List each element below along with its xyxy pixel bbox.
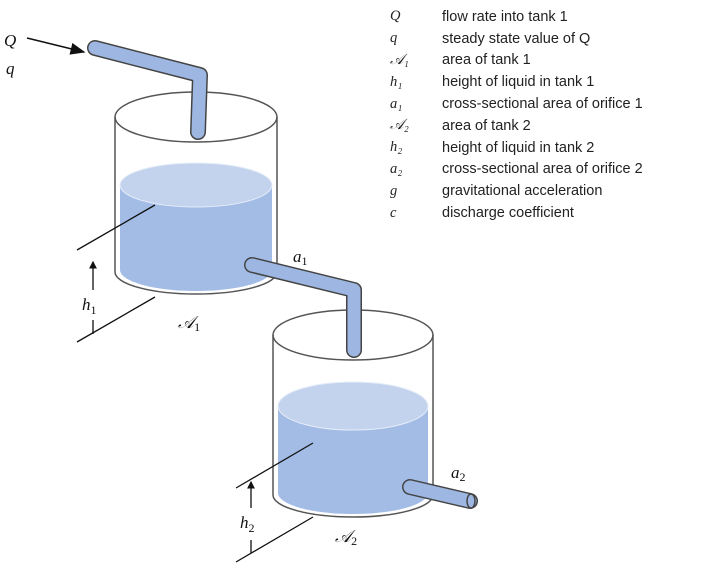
legend-symbol: q bbox=[390, 30, 398, 47]
legend-description: area of tank 1 bbox=[442, 52, 531, 69]
inflow-arrow bbox=[26, 37, 86, 55]
label-a2: a2 bbox=[451, 463, 466, 484]
legend-row: 𝒜₁ area of tank 1 bbox=[390, 50, 643, 72]
label-h1: h1 bbox=[82, 295, 97, 317]
label-A1: 𝒜1 bbox=[178, 313, 200, 334]
legend-description: height of liquid in tank 2 bbox=[442, 139, 595, 156]
legend-row: h₁ height of liquid in tank 1 bbox=[390, 71, 643, 93]
legend-description: height of liquid in tank 1 bbox=[442, 74, 595, 91]
legend-row: h₂ height of liquid in tank 2 bbox=[390, 137, 643, 159]
legend-symbol: Q bbox=[390, 8, 401, 25]
label-A2: 𝒜2 bbox=[335, 527, 357, 548]
legend-symbol: c bbox=[390, 204, 397, 221]
label-a1: a1 bbox=[293, 247, 308, 268]
tank-1 bbox=[87, 40, 278, 295]
legend-description: flow rate into tank 1 bbox=[442, 8, 568, 25]
legend-symbol: a₁ bbox=[390, 95, 403, 112]
legend-description: cross-sectional area of orifice 2 bbox=[442, 161, 643, 178]
legend-row: c discharge coefficient bbox=[390, 202, 643, 224]
tank-2-water bbox=[278, 406, 428, 514]
legend-symbol: h₁ bbox=[390, 73, 403, 90]
legend-row: 𝒜₂ area of tank 2 bbox=[390, 115, 643, 137]
tank-2-water-surface bbox=[277, 381, 429, 431]
legend-row: a₂ cross-sectional area of orifice 2 bbox=[390, 159, 643, 181]
legend-symbol: 𝒜₁ bbox=[390, 51, 409, 68]
label-q: q bbox=[6, 59, 15, 78]
tank-1-water bbox=[120, 185, 272, 291]
legend-description: discharge coefficient bbox=[442, 205, 574, 222]
legend-symbol: g bbox=[390, 182, 398, 199]
label-Q: Q bbox=[4, 31, 16, 50]
legend-symbol: a₂ bbox=[390, 160, 403, 177]
legend-description: area of tank 2 bbox=[442, 117, 531, 134]
legend-row: q steady state value of Q bbox=[390, 28, 643, 50]
tank-1-water-surface bbox=[119, 162, 273, 208]
legend-description: cross-sectional area of orifice 1 bbox=[442, 96, 643, 113]
label-h2: h2 bbox=[240, 513, 255, 535]
legend-symbol: 𝒜₂ bbox=[390, 117, 409, 134]
legend-symbol: h₂ bbox=[390, 139, 403, 156]
legend-description: gravitational acceleration bbox=[442, 183, 603, 200]
legend-row: g gravitational acceleration bbox=[390, 180, 643, 202]
legend-description: steady state value of Q bbox=[442, 30, 591, 47]
legend-row: a₁ cross-sectional area of orifice 1 bbox=[390, 93, 643, 115]
tank-2 bbox=[272, 309, 434, 518]
